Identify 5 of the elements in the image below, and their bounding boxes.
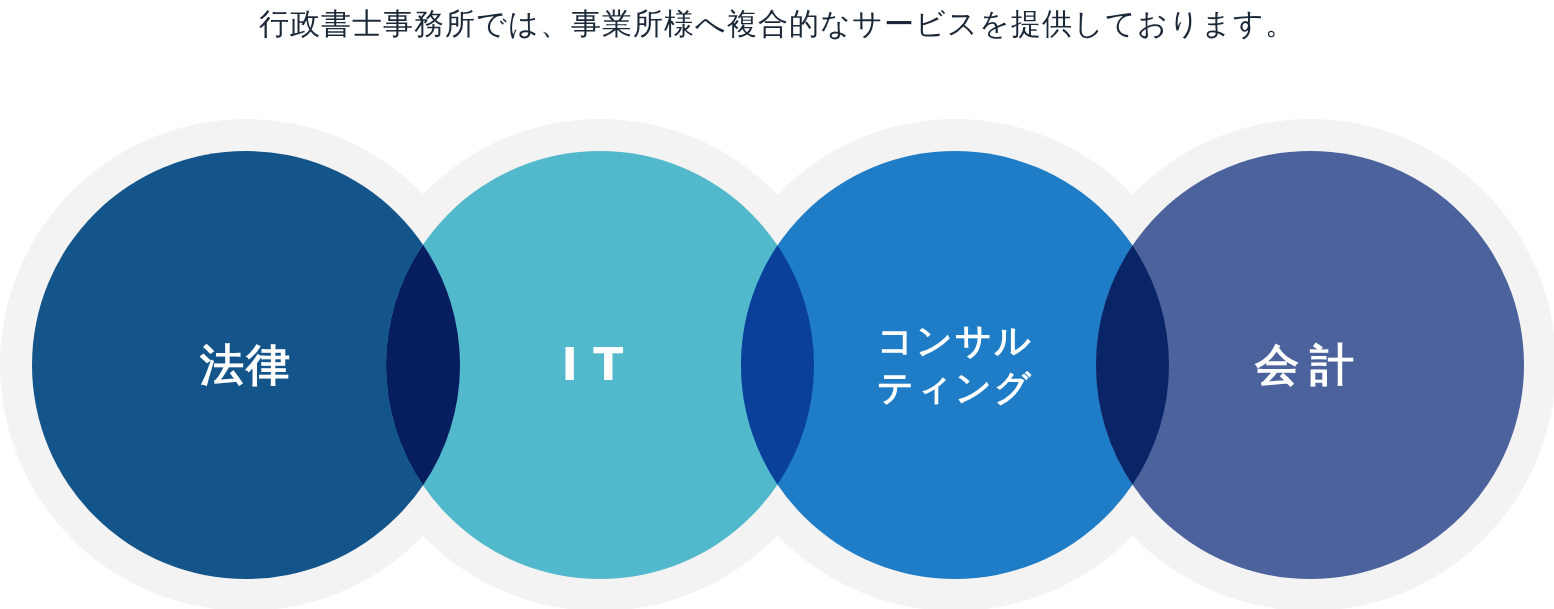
circle-label: IT	[561, 338, 639, 393]
circle-label: 法律	[199, 338, 293, 393]
heading: 行政書士事務所では、事業所様へ複合的なサービスを提供しております。	[257, 5, 1297, 43]
circle-label: コンサルティング	[876, 319, 1034, 410]
circle-label: 会計	[1255, 338, 1365, 393]
